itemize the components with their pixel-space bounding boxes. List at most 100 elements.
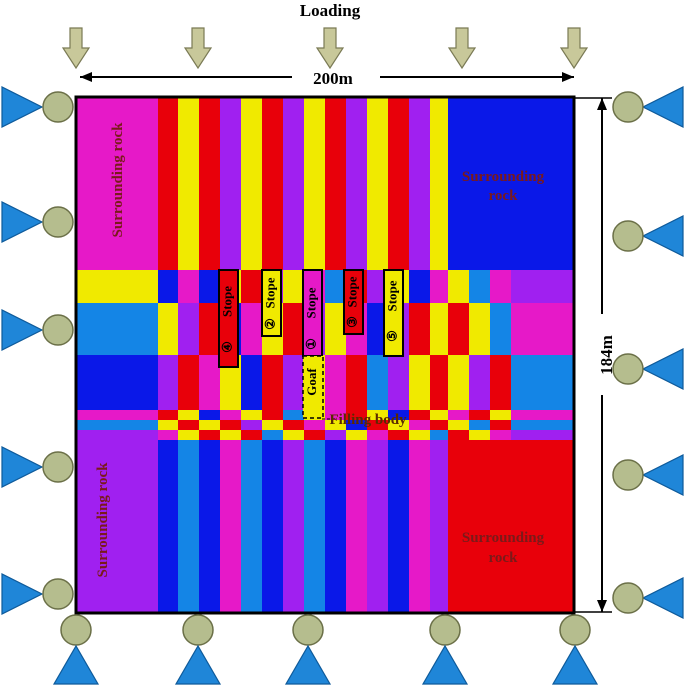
bottom-stripe [304, 440, 325, 613]
filling-layer-cell [283, 420, 304, 430]
filling-layer-cell [430, 430, 448, 440]
mid-cell [199, 303, 220, 355]
left-support-triangle [1, 446, 44, 488]
mid-cell [490, 355, 511, 410]
filling-layer-cell [469, 430, 490, 440]
model-boundary [74, 95, 576, 615]
top-stripe [325, 97, 346, 270]
mid-cell [469, 355, 490, 410]
filling-layer-cell [241, 410, 262, 420]
mid-cell [430, 270, 448, 303]
bottom-stripe [409, 440, 430, 613]
filling-layer-cell [409, 430, 430, 440]
mid-cell [241, 270, 262, 303]
filling-layer-cell [430, 410, 448, 420]
rock-zone-top-left [76, 97, 158, 270]
mid-cell [469, 270, 490, 303]
filling-layer-cell [325, 430, 346, 440]
filling-layer-cell [283, 430, 304, 440]
right-support-triangle [641, 86, 684, 128]
filling-layer-cell [178, 430, 199, 440]
top-stripe [388, 97, 409, 270]
mid-cell [388, 355, 409, 410]
right-support-roller [612, 220, 644, 252]
filling-layer-cell [199, 410, 220, 420]
width-label: 200m [313, 69, 353, 88]
stope-number: ③ [344, 316, 359, 328]
filling-layer-cell [388, 430, 409, 440]
left-support-triangle [1, 309, 44, 351]
model-body [76, 97, 574, 613]
boundary-supports [1, 86, 684, 685]
top-stripe [178, 97, 199, 270]
mid-cell [511, 270, 574, 303]
left-support-roller [42, 206, 74, 238]
rock-zone-bottom-right [448, 440, 574, 613]
right-support-triangle [641, 215, 684, 257]
stope-outline [383, 269, 404, 357]
bottom-stripe [283, 440, 304, 613]
stope-number: ④ [219, 341, 234, 353]
bottom-support-pin [429, 614, 461, 646]
mid-cell [430, 303, 448, 355]
filling-layer-cell [388, 410, 409, 420]
filling-layer-cell [448, 430, 469, 440]
top-stripe [304, 97, 325, 270]
top-stripe [430, 97, 448, 270]
stope-label: Stope [303, 287, 318, 318]
bottom-stripe [220, 440, 241, 613]
left-support-roller [42, 578, 74, 610]
filling-layer-cell [76, 410, 158, 420]
filling-layer-cell [283, 410, 304, 420]
goaf-outline [302, 355, 324, 419]
right-support-triangle [641, 348, 684, 390]
bottom-stripe [325, 440, 346, 613]
mid-cell [409, 303, 430, 355]
mid-cell [325, 303, 346, 355]
mid-cell [283, 303, 304, 355]
stope-outline [218, 269, 239, 368]
filling-layer-cell [262, 410, 283, 420]
mid-cell [76, 270, 158, 303]
filling-layer-cell [346, 410, 367, 420]
filling-layer-cell [511, 420, 574, 430]
filling-layer-cell [469, 410, 490, 420]
right-support-roller [612, 582, 644, 614]
bottom-support-triangle [421, 644, 469, 685]
rock-zone-top-right [448, 97, 574, 270]
rock-label-top-left: Surrounding rock [110, 122, 126, 238]
load-arrow [447, 27, 477, 70]
bottom-stripe [158, 440, 178, 613]
bottom-stripe [367, 440, 388, 613]
width-dimension: 200m [80, 69, 574, 88]
mid-cell [262, 355, 283, 410]
filling-layer-cell [388, 420, 409, 430]
filling-layer-cell [367, 420, 388, 430]
right-support-triangle [641, 577, 684, 619]
filling-layer-cell [346, 420, 367, 430]
load-arrow [559, 27, 589, 70]
bottom-support-pin [182, 614, 214, 646]
mid-cell [448, 270, 469, 303]
mid-cell [511, 303, 574, 355]
bottom-stripe [388, 440, 409, 613]
stope-label: Stope [262, 277, 277, 308]
top-stripe [409, 97, 430, 270]
filling-layer-cell [469, 420, 490, 430]
filling-layer-cell [178, 420, 199, 430]
stope-number: ① [303, 338, 318, 350]
filling-layer-cell [409, 410, 430, 420]
mid-cell [448, 355, 469, 410]
filling-layer-cell [367, 430, 388, 440]
load-arrow [315, 27, 345, 70]
mid-cell [325, 355, 346, 410]
filling-layer-cell [490, 410, 511, 420]
filling-layer-cell [158, 410, 178, 420]
top-stripe [241, 97, 262, 270]
stope-outline [343, 269, 364, 335]
bottom-support-pin [559, 614, 591, 646]
